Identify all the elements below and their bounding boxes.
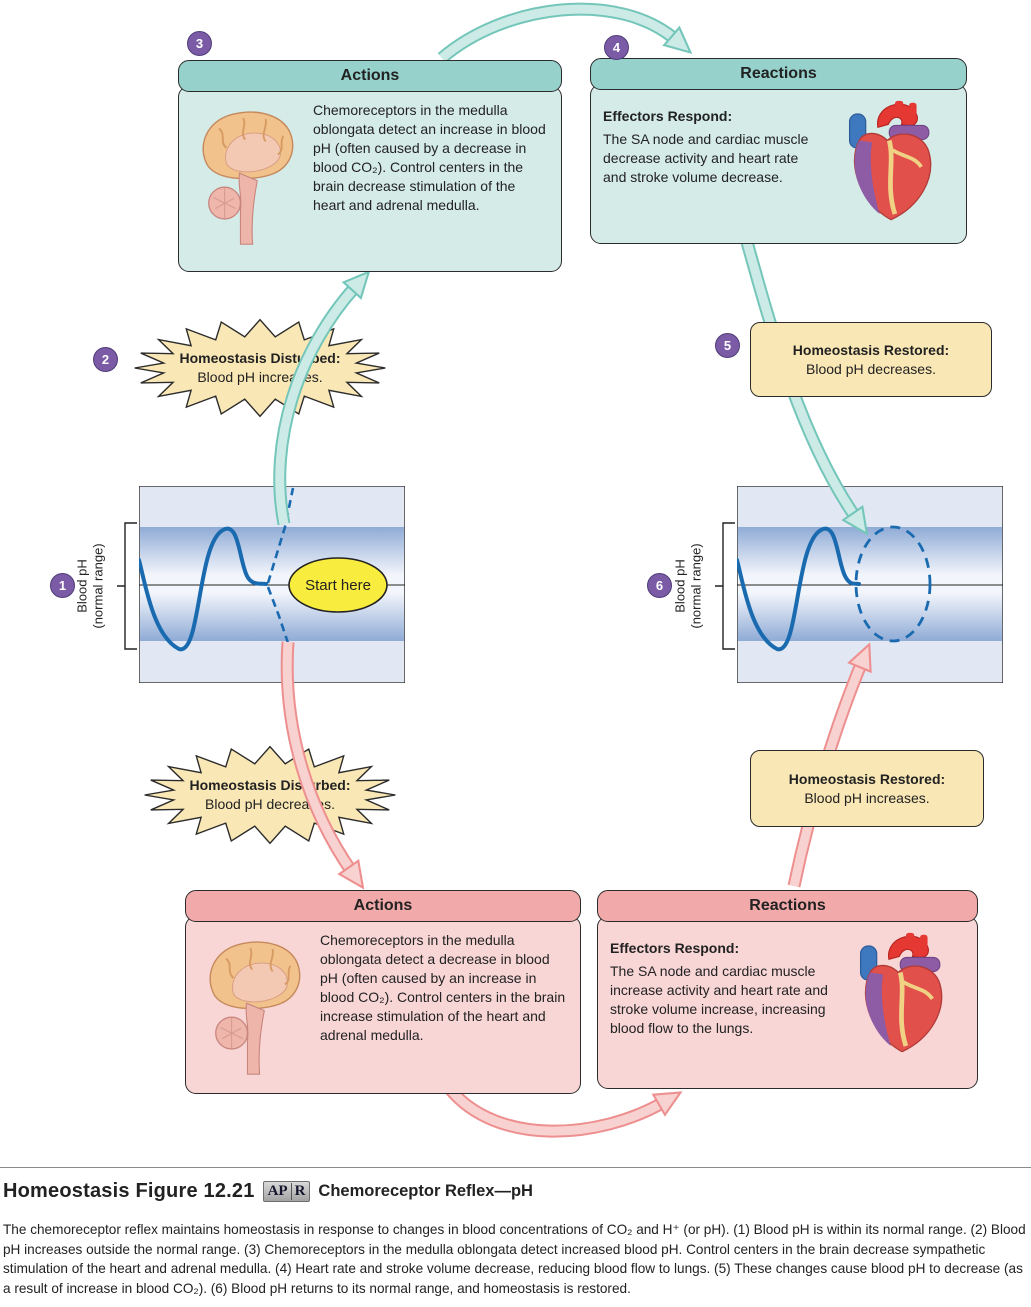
step-badge-6: 6 bbox=[647, 573, 672, 598]
caption-divider bbox=[0, 1167, 1031, 1168]
reactions-box-bottom: Reactions Effectors Respond: The SA node… bbox=[597, 890, 978, 1089]
axis-label-right: Blood pH (normal range) bbox=[666, 520, 712, 652]
reactions-body-top: The SA node and cardiac muscle decrease … bbox=[603, 131, 809, 185]
apr-logo-ap: AP bbox=[267, 1183, 288, 1199]
start-here-label: Start here bbox=[305, 576, 371, 594]
caption-body: The chemoreceptor reflex maintains homeo… bbox=[3, 1222, 1026, 1296]
normal-range-bracket-right bbox=[715, 522, 735, 650]
figure-label: Homeostasis Figure 12.21 bbox=[3, 1180, 255, 1202]
brain-illustration bbox=[209, 941, 301, 1075]
restored-body-bottom: Blood pH increases. bbox=[804, 789, 930, 806]
homeostasis-disturbed-burst-top: Homeostasis Disturbed: Blood pH increase… bbox=[125, 316, 395, 420]
caption-title-row: Homeostasis Figure 12.21 AP R Chemorecep… bbox=[3, 1180, 533, 1203]
homeostasis-restored-box-bottom: Homeostasis Restored: Blood pH increases… bbox=[750, 750, 984, 827]
disturbed-title-bottom: Homeostasis Disturbed: bbox=[189, 777, 351, 793]
actions-body-top: Chemoreceptors in the medulla oblongata … bbox=[313, 102, 546, 213]
restored-body-top: Blood pH decreases. bbox=[806, 360, 936, 377]
axis-label-right-line2: (normal range) bbox=[689, 543, 705, 629]
brain-illustration bbox=[202, 111, 294, 245]
reactions-body-bottom: The SA node and cardiac muscle increase … bbox=[610, 963, 828, 1036]
effectors-respond-label-bottom: Effectors Respond: bbox=[610, 940, 740, 956]
normal-range-bracket-left bbox=[117, 522, 137, 650]
reactions-box-top: Reactions Effectors Respond: The SA node… bbox=[590, 58, 967, 244]
axis-label-left-line1: Blood pH bbox=[75, 559, 91, 613]
axis-label-left-line2: (normal range) bbox=[91, 543, 107, 629]
homeostasis-restored-box-top: Homeostasis Restored: Blood pH decreases… bbox=[750, 322, 992, 397]
step-badge-2: 2 bbox=[93, 347, 118, 372]
actions-header-bottom: Actions bbox=[185, 890, 581, 922]
actions-body-bottom: Chemoreceptors in the medulla oblongata … bbox=[320, 932, 566, 1043]
step-badge-1: 1 bbox=[50, 573, 75, 598]
reactions-header-top: Reactions bbox=[590, 58, 967, 90]
heart-illustration bbox=[848, 100, 932, 221]
actions-box-bottom: Actions Chemoreceptors in the medulla ob… bbox=[185, 890, 581, 1094]
figure-title: Chemoreceptor Reflex—pH bbox=[318, 1182, 533, 1200]
step-badge-4: 4 bbox=[604, 35, 629, 60]
axis-label-right-line1: Blood pH bbox=[673, 559, 689, 613]
heart-illustration bbox=[859, 932, 943, 1053]
blood-ph-graph-right bbox=[737, 486, 1003, 683]
disturbed-body-top: Blood pH increases. bbox=[197, 369, 323, 385]
restored-title-bottom: Homeostasis Restored: bbox=[788, 770, 946, 787]
restored-title-top: Homeostasis Restored: bbox=[792, 341, 950, 358]
step-badge-3: 3 bbox=[187, 31, 212, 56]
blood-ph-graph-left bbox=[139, 486, 405, 683]
apr-logo: AP R bbox=[262, 1181, 311, 1202]
apr-logo-r: R bbox=[290, 1183, 305, 1200]
effectors-respond-label-top: Effectors Respond: bbox=[603, 108, 733, 124]
disturbed-title-top: Homeostasis Disturbed: bbox=[179, 350, 341, 366]
reactions-header-bottom: Reactions bbox=[597, 890, 978, 922]
disturbed-body-bottom: Blood pH decreases. bbox=[205, 796, 335, 812]
step-badge-5: 5 bbox=[715, 333, 740, 358]
actions-header-top: Actions bbox=[178, 60, 562, 92]
homeostasis-disturbed-burst-bottom: Homeostasis Disturbed: Blood pH decrease… bbox=[135, 743, 405, 847]
actions-box-top: Actions Chemoreceptors in the medulla ob… bbox=[178, 60, 562, 272]
